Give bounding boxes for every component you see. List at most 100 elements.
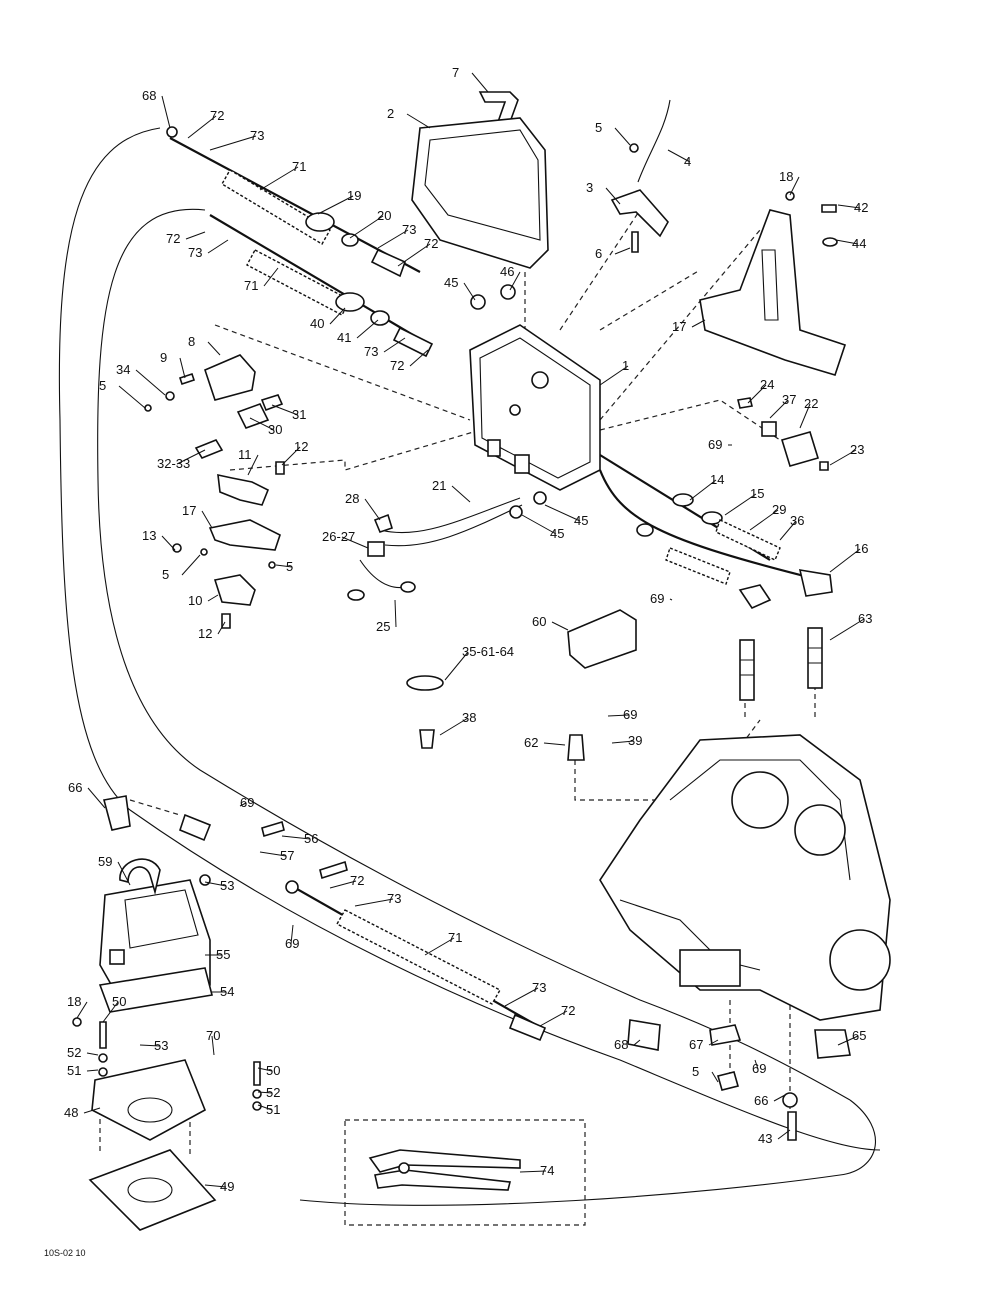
part-46-washer (500, 284, 516, 300)
callout-c72a: 72 (210, 108, 224, 123)
callout-c69f: 69 (752, 1061, 766, 1076)
callout-c12b: 12 (198, 626, 212, 641)
callout-c68a: 68 (142, 88, 156, 103)
leader-line-c72a (187, 115, 217, 139)
part-57-screw (319, 860, 348, 880)
leader-line-c8 (207, 341, 221, 356)
callout-c69e: 69 (285, 936, 299, 951)
callout-c55: 55 (216, 947, 230, 962)
callout-c59: 59 (98, 854, 112, 869)
callout-c5e: 5 (692, 1064, 699, 1079)
callout-c5d: 5 (286, 559, 293, 574)
callout-c23: 23 (850, 442, 864, 457)
callout-c43: 43 (758, 1131, 772, 1146)
callout-c50a: 50 (112, 994, 126, 1009)
part-10-relay (213, 574, 256, 606)
leader-line-c74 (519, 1170, 547, 1173)
leader-line-c21 (451, 485, 471, 503)
leader-line-c11 (247, 454, 259, 476)
callout-c45b: 45 (574, 513, 588, 528)
callout-c70: 70 (206, 1028, 220, 1043)
leader-line-c65 (837, 1035, 859, 1046)
callout-c71c: 71 (448, 930, 462, 945)
callout-c44: 44 (852, 236, 866, 251)
callout-c10: 10 (188, 593, 202, 608)
leader-line-c2627 (341, 536, 369, 549)
callout-c57: 57 (280, 848, 294, 863)
leader-line-c41 (356, 319, 379, 339)
leader-line-c3 (605, 187, 621, 205)
callout-c46: 46 (500, 264, 514, 279)
leader-line-c62 (543, 742, 566, 746)
callout-c56: 56 (304, 831, 318, 846)
callout-c49: 49 (220, 1179, 234, 1194)
part-51-washer-a (98, 1067, 108, 1077)
part-48-tray (91, 1059, 207, 1141)
part-68-boot (627, 1019, 661, 1051)
callout-c6: 6 (595, 246, 602, 261)
part-18-nut (785, 191, 795, 201)
callout-c5a: 5 (595, 120, 602, 135)
part-52-washer-a (98, 1053, 108, 1063)
callout-c25: 25 (376, 619, 390, 634)
leader-line-c44 (835, 239, 859, 245)
part-49-plate (88, 1149, 217, 1231)
dash-line-box-bracket (599, 269, 701, 331)
leader-line-c20 (349, 215, 384, 239)
ground-cable-top (166, 126, 421, 278)
part-50-bolt-a (99, 1021, 107, 1049)
leader-line-c69d (239, 802, 247, 807)
leader-line-c52b (257, 1091, 273, 1094)
leader-line-c69e (290, 924, 294, 945)
part-55-battery (99, 879, 211, 1001)
ignition-leads (598, 454, 833, 610)
callout-c38: 38 (462, 710, 476, 725)
callout-c15: 15 (750, 486, 764, 501)
part-62-temp-sensor (567, 734, 585, 761)
part-3-bracket (610, 189, 669, 238)
dash-line-right-parts (599, 399, 781, 441)
leader-line-c40 (329, 307, 346, 325)
callout-c45a: 45 (444, 275, 458, 290)
callout-c45c: 45 (550, 526, 564, 541)
leader-line-c45b (544, 504, 581, 522)
callout-c12a: 12 (294, 439, 308, 454)
callout-c68b: 68 (614, 1037, 628, 1052)
callout-c73a: 73 (250, 128, 264, 143)
leader-line-c42 (837, 204, 861, 209)
callout-labels: 6872737119207372727371404173727254364645… (64, 65, 872, 1194)
callout-c73b: 73 (402, 222, 416, 237)
part-56-screw (261, 820, 285, 838)
inner-cable-loop (97, 208, 851, 1101)
leader-line-c5a (614, 127, 631, 146)
part-9-screw (178, 372, 196, 386)
leader-line-c73a (209, 135, 257, 151)
engine-block (599, 734, 891, 1021)
leader-line-c50a (102, 1001, 119, 1023)
callout-c20: 20 (377, 208, 391, 223)
callout-c2: 2 (387, 106, 394, 121)
leader-line-c29 (749, 509, 779, 531)
callout-c73e: 73 (387, 891, 401, 906)
leader-line-c3233 (176, 449, 206, 465)
leader-line-c18a (789, 176, 800, 196)
part-38-screw (419, 729, 435, 749)
leader-line-c68a (161, 95, 171, 129)
callout-c42: 42 (854, 200, 868, 215)
part-2-cover (411, 117, 549, 269)
part-23-screw (819, 461, 829, 471)
part-30-clip (236, 403, 270, 429)
leader-line-c25 (394, 599, 397, 628)
callout-c16: 16 (854, 541, 868, 556)
battery-cable-bottom (285, 880, 547, 1042)
leader-line-c2 (406, 113, 431, 129)
callout-c69d: 69 (240, 795, 254, 810)
dash-line-main-cable (214, 324, 471, 421)
leader-line-c9 (179, 357, 186, 379)
callout-c7: 7 (452, 65, 459, 80)
callout-c356164: 35-61-64 (462, 644, 514, 659)
part-42-screw (821, 204, 837, 213)
leader-line-c51b (257, 1104, 273, 1111)
part-32-33-connector (194, 439, 224, 459)
callout-c22: 22 (804, 396, 818, 411)
